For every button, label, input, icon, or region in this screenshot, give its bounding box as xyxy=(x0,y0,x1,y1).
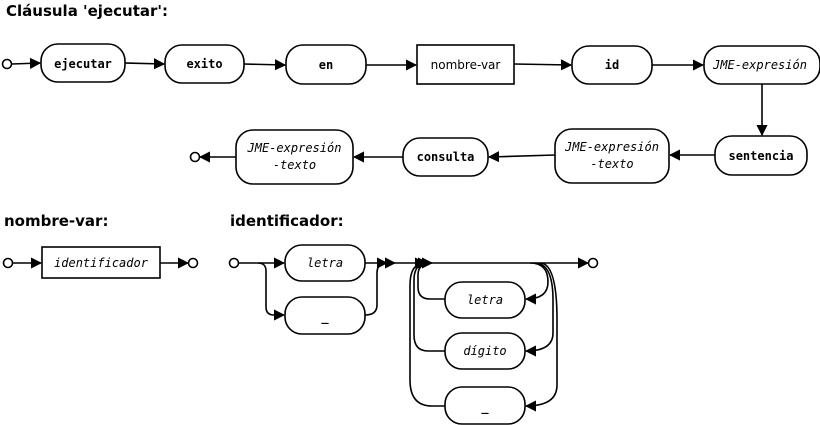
connector xyxy=(243,59,287,71)
connector xyxy=(487,151,556,163)
nombre-var-rule: identificador xyxy=(2,246,199,279)
return-connector xyxy=(409,257,445,407)
nonterminal-letra-start-label: letra xyxy=(307,256,343,270)
heading-nombre-var: nombre-var: xyxy=(4,212,108,230)
identificador-rule: letra _ letra dígito _ xyxy=(228,244,599,425)
heading-identificador: identificador: xyxy=(230,212,344,230)
keyword-sentencia-label: sentencia xyxy=(728,149,793,163)
nonterminal-digito-loop-label: dígito xyxy=(463,344,506,358)
terminal-underscore-loop-label: _ xyxy=(481,400,489,415)
rule-ref-identificador xyxy=(41,246,161,279)
keyword-id-label: id xyxy=(605,58,619,72)
end-terminal xyxy=(587,257,599,269)
ejecutar-rule: ejecutar exito en nombre-var id JME-expr… xyxy=(1,43,820,185)
start-terminal xyxy=(228,257,240,269)
branch-connector xyxy=(257,262,286,321)
keyword-ejecutar-label: ejecutar xyxy=(54,57,112,71)
end-terminal xyxy=(189,151,201,163)
nonterminal-jme-expresion-texto-1-line1: JME-expresión xyxy=(564,140,659,154)
keyword-consulta-label: consulta xyxy=(417,150,475,164)
loop-connector xyxy=(524,262,558,412)
return-connector xyxy=(417,257,445,300)
keyword-exito-label: exito xyxy=(186,57,222,71)
nonterminal-jme-expresion-texto-1 xyxy=(554,128,670,184)
nonterminal-jme-expresion-texto-2-line2: -texto xyxy=(273,158,316,172)
start-terminal xyxy=(1,58,13,70)
nonterminal-letra-loop-label: letra xyxy=(467,293,503,307)
keyword-en-label: en xyxy=(319,58,333,72)
start-terminal xyxy=(2,257,14,269)
rule-ref-nombre-var-label: nombre-var xyxy=(431,58,501,72)
merge-connector xyxy=(364,257,389,316)
connector xyxy=(11,57,42,69)
loop-connector xyxy=(524,262,554,357)
nonterminal-jme-expresion-texto-2 xyxy=(235,129,354,185)
loop-connector xyxy=(524,262,549,305)
nonterminal-jme-expresion-label: JME-expresión xyxy=(712,58,807,72)
nonterminal-letra-loop xyxy=(444,281,526,319)
rule-ref-identificador-label: identificador xyxy=(54,256,149,270)
terminal-underscore-start-label: _ xyxy=(321,310,329,325)
heading-ejecutar: Cláusula 'ejecutar': xyxy=(6,2,168,20)
connector xyxy=(124,58,166,70)
end-terminal xyxy=(187,257,199,269)
nonterminal-jme-expresion-texto-1-line2: -texto xyxy=(590,157,633,171)
connector xyxy=(513,59,573,71)
nonterminal-jme-expresion-texto-2-line1: JME-expresión xyxy=(247,141,342,155)
